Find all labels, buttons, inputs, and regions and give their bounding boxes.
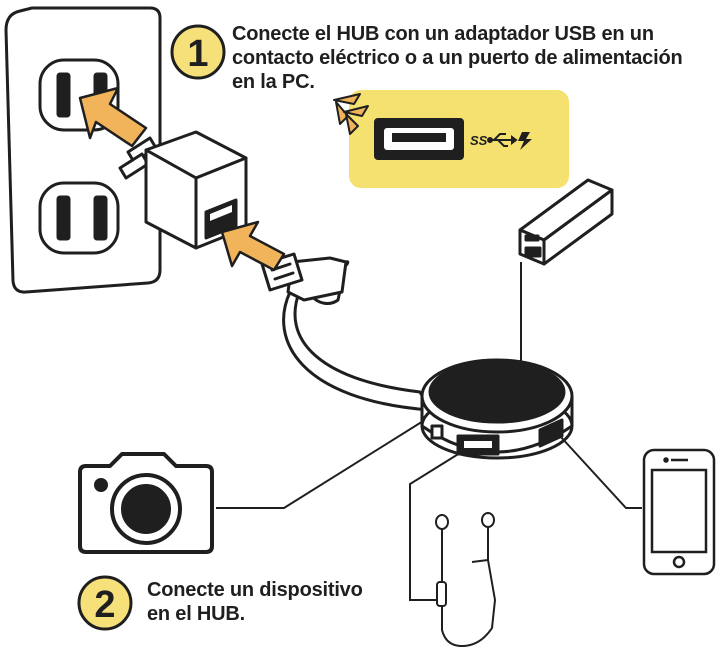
usb-port-label: SS (470, 133, 488, 148)
arrow-into-adapter-icon (220, 220, 286, 272)
step2-line-1: Conecte un dispositivo (147, 579, 363, 601)
step2-number: 2 (94, 584, 115, 626)
step1-number: 1 (187, 33, 208, 75)
lightning-icon (518, 132, 532, 150)
step1-instructions: Conecte el HUB con un adaptador USB en u… (232, 22, 722, 94)
step1-line-2: contacto eléctrico o a un puerto de alim… (232, 47, 683, 69)
usb-port-panel: SS (333, 90, 569, 188)
wall-outlet-icon (4, 6, 162, 294)
step1-badge: 1 (170, 24, 226, 80)
power-bank-icon (518, 178, 614, 266)
connection-lines (216, 262, 642, 601)
usb-power-adapter-icon (118, 130, 248, 250)
usb-hub-icon (420, 358, 574, 460)
step1-line-3: en la PC. (232, 71, 315, 93)
camera-icon (78, 452, 214, 554)
arrow-into-outlet-icon (78, 86, 148, 148)
step2-badge: 2 (77, 575, 133, 631)
step2-instructions: Conecte un dispositivo en el HUB. (147, 578, 407, 626)
step2-line-2: en el HUB. (147, 603, 246, 625)
smartphone-icon (642, 448, 716, 576)
step1-line-1: Conecte el HUB con un adaptador USB en u… (232, 23, 654, 45)
pointer-arrow-icon (333, 93, 369, 135)
usb-symbol-icon (487, 133, 518, 147)
usb-port-icon (374, 118, 464, 160)
earphones-icon (435, 512, 496, 647)
usb-cable-icon (260, 252, 432, 412)
